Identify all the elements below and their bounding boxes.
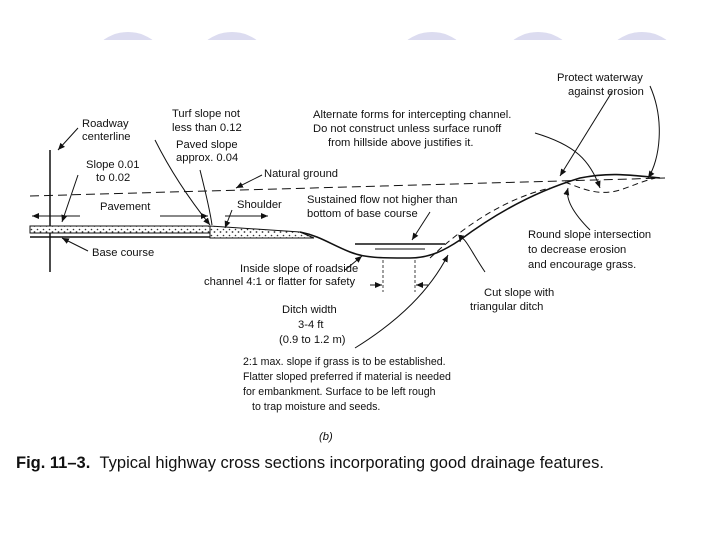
leader-line: [411, 211, 431, 241]
label-round-slope: Round slope intersection: [528, 229, 651, 241]
label-shoulder: Shoulder: [237, 199, 282, 211]
label-inside-slope: channel 4:1 or flatter for safety: [204, 276, 356, 288]
label-round-slope: and encourage grass.: [528, 259, 636, 271]
leader-line: [354, 254, 449, 349]
label-slope-001: to 0.02: [96, 172, 130, 184]
label-ditch-width: (0.9 to 1.2 m): [279, 334, 346, 346]
leader-line: [559, 91, 613, 177]
label-turf-slope: less than 0.12: [172, 122, 242, 134]
label-grass-note: 2:1 max. slope if grass is to be establi…: [243, 356, 446, 368]
label-turf-slope: Turf slope not: [172, 108, 241, 120]
leader-line: [344, 255, 363, 271]
label-sustained-flow: bottom of base course: [307, 208, 418, 220]
label-protect-waterway: Protect waterway: [557, 72, 643, 84]
svg-text:Alternate forms for intercepti: Alternate forms for intercepting channel…: [313, 109, 511, 149]
ground-profile: [299, 173, 661, 259]
label-sustained-flow: Sustained flow not higher than: [307, 194, 458, 206]
label-cut-slope: triangular ditch: [470, 301, 543, 313]
leader-line: [458, 234, 486, 273]
label-base-course: Base course: [92, 247, 154, 259]
label-round-slope: to decrease erosion: [528, 244, 626, 256]
label-ditch-width: 3-4 ft: [298, 319, 324, 331]
label-roadway-centerline: centerline: [82, 131, 131, 143]
leader-line: [154, 139, 211, 226]
label-alternate-forms: Do not construct unless surface runoff: [313, 123, 502, 135]
label-slope-001: Slope 0.01: [86, 159, 140, 171]
caption-text: Typical highway cross sections incorpora…: [99, 454, 604, 472]
leader-line: [647, 85, 660, 179]
svg-text:Sustained flow not higher than: Sustained flow not higher than bottom of …: [307, 194, 458, 220]
label-inside-slope: Inside slope of roadside: [240, 263, 358, 275]
label-grass-note: Flatter sloped preferred if material is …: [243, 371, 451, 383]
leader-line: [61, 174, 79, 223]
shoulder-surface: [209, 225, 315, 239]
label-grass-note: to trap moisture and seeds.: [252, 401, 380, 413]
figure-caption: Fig. 11–3. Typical highway cross section…: [16, 453, 706, 473]
label-part-b: (b): [319, 431, 333, 443]
label-roadway-centerline: Roadway: [82, 118, 129, 130]
label-ditch-width: Ditch width: [282, 304, 337, 316]
leader-line: [57, 127, 79, 151]
label-cut-slope: Cut slope with: [484, 287, 554, 299]
label-paved-slope: Paved slope: [176, 139, 238, 151]
label-paved-slope: approx. 0.04: [176, 152, 238, 164]
cut-slope-dashed: [429, 187, 551, 259]
leader-line: [199, 169, 213, 226]
leader-line: [61, 237, 89, 252]
leader-line: [534, 132, 601, 189]
caption-number: Fig. 11–3.: [16, 454, 91, 472]
svg-text:2:1 max. slope if grass is to: 2:1 max. slope if grass is to be establi…: [243, 356, 451, 413]
label-pavement: Pavement: [100, 201, 151, 213]
natural-ground-line: [29, 177, 666, 197]
pavement-layer: [29, 225, 211, 234]
leader-line: [563, 187, 591, 231]
label-alternate-forms: from hillside above justifies it.: [328, 137, 474, 149]
leader-line: [235, 174, 263, 189]
label-alternate-forms: Alternate forms for intercepting channel…: [313, 109, 511, 121]
label-grass-note: for embankment. Surface to be left rough: [243, 386, 436, 398]
label-natural-ground: Natural ground: [264, 168, 338, 180]
label-protect-waterway: against erosion: [568, 86, 644, 98]
leader-line: [224, 209, 233, 229]
